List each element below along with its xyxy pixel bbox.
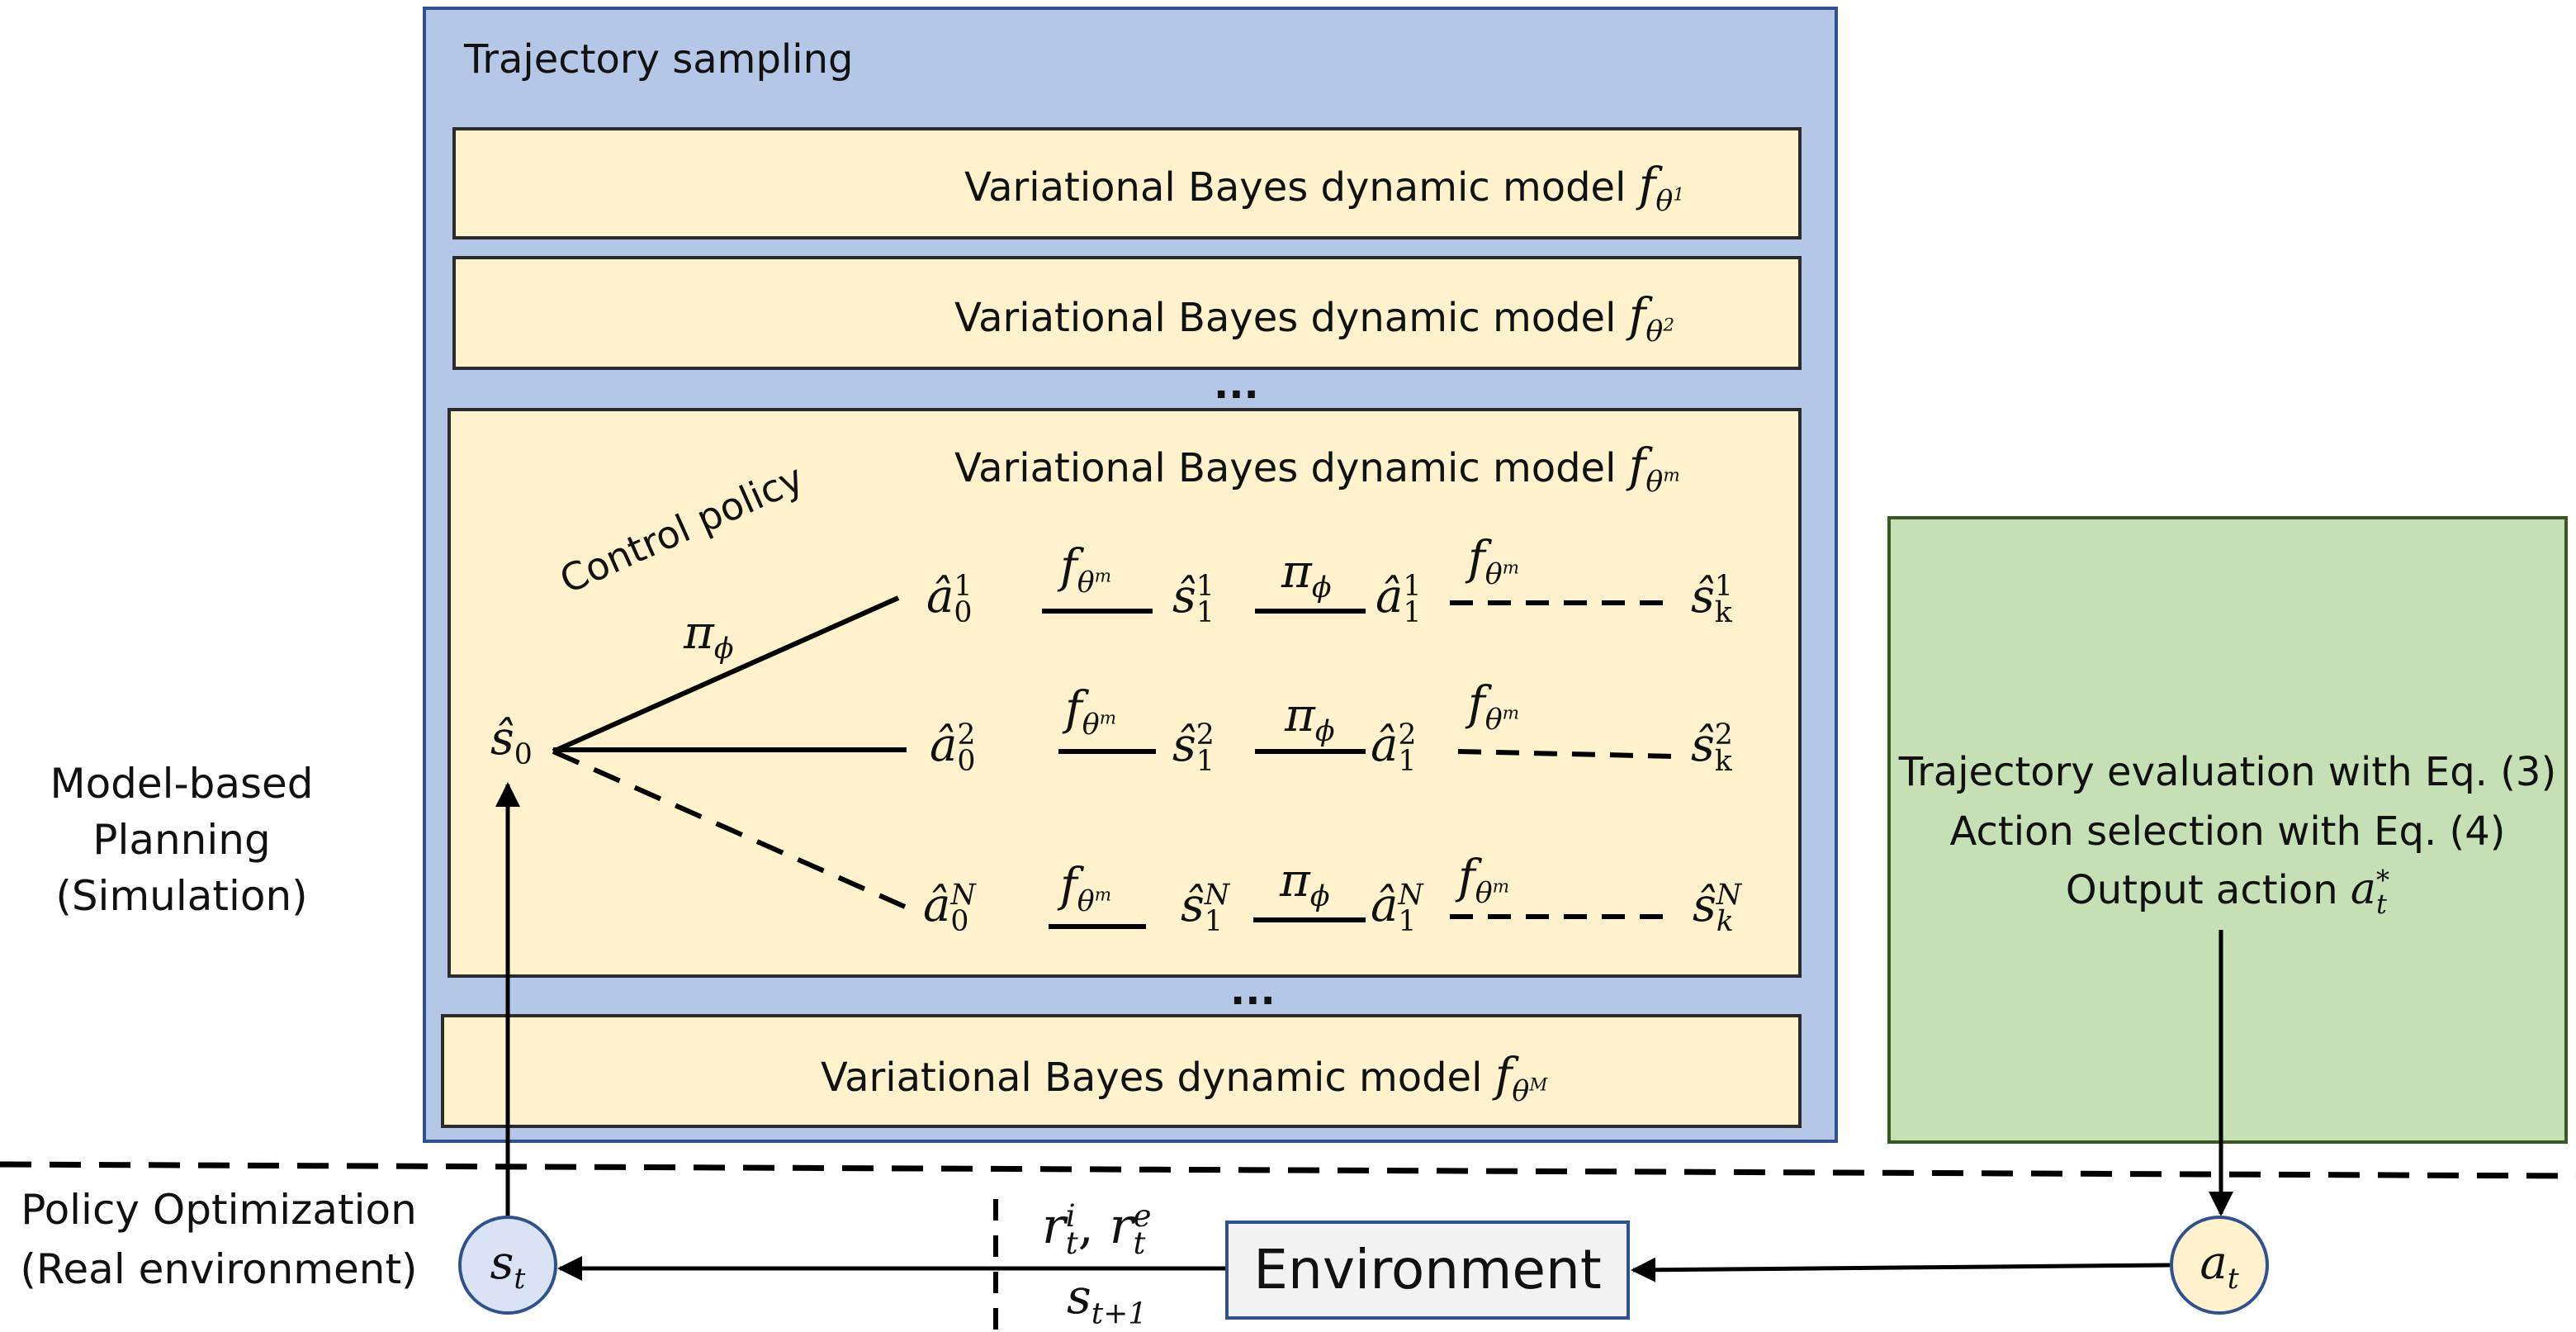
model-box-m: Variational Bayes dynamic model fθm	[447, 408, 1802, 978]
action-node: at	[2170, 1216, 2269, 1315]
branch-line-N	[552, 749, 907, 909]
state-node: st	[458, 1216, 557, 1315]
separator-dashed-line	[0, 1161, 2576, 1179]
branch1-f2-label: fθm	[1468, 532, 1520, 592]
root-state-label: ŝ0	[490, 712, 533, 772]
branchN-pi-label: πϕ	[1280, 854, 1330, 914]
branchN-f-label: fθm	[1060, 859, 1112, 919]
model-symbol-2: fθ2	[1628, 289, 1675, 349]
next-state-label: st+1	[1067, 1268, 1148, 1331]
branch-line-1	[552, 595, 900, 754]
model-label-2: Variational Bayes dynamic model fθ2	[954, 289, 1675, 349]
model-symbol-m: fθm	[1628, 439, 1680, 500]
model-label-M: Variational Bayes dynamic model fθM	[821, 1049, 1548, 1109]
model-label-m: Variational Bayes dynamic model fθm	[954, 439, 1680, 500]
branch2-pi-label: πϕ	[1285, 689, 1335, 749]
model-box-M: Variational Bayes dynamic model fθM	[441, 1014, 1802, 1128]
action-to-env-arrow	[1631, 1257, 2171, 1282]
branch2-dash-line	[1457, 749, 1677, 759]
eval-line-2: Action selection with Eq. (4)	[1949, 808, 2506, 855]
branch1-pi-label: πϕ	[1281, 545, 1332, 605]
model-box-2: Variational Bayes dynamic model fθ2	[452, 256, 1802, 370]
environment-box: Environment	[1225, 1221, 1630, 1320]
optimization-label: Policy Optimization (Real environment)	[20, 1186, 418, 1293]
ellipsis-bottom: ...	[1230, 968, 1276, 1014]
eval-line-1: Trajectory evaluation with Eq. (3)	[1898, 749, 2557, 795]
evaluation-panel: Trajectory evaluation with Eq. (3) Actio…	[1887, 516, 2568, 1144]
branch2-f2-label: fθm	[1468, 677, 1520, 737]
model-label-1: Variational Bayes dynamic model fθ1	[964, 159, 1685, 219]
branch1-f-label: fθm	[1060, 540, 1112, 600]
branch2-f-label: fθm	[1065, 682, 1117, 742]
ellipsis-top: ...	[1214, 362, 1259, 408]
trajectory-sampling-title: Trajectory sampling	[464, 36, 854, 83]
planning-label: Model-based Planning (Simulation)	[50, 760, 314, 920]
branchN-f2-label: fθm	[1458, 851, 1510, 911]
model-symbol-M: fθM	[1494, 1049, 1548, 1109]
control-policy-pi: πϕ	[684, 606, 734, 666]
model-symbol-1: fθ1	[1638, 159, 1685, 219]
eval-line-3: Output action a*t	[2065, 864, 2390, 920]
model-box-1: Variational Bayes dynamic model fθ1	[452, 127, 1802, 239]
